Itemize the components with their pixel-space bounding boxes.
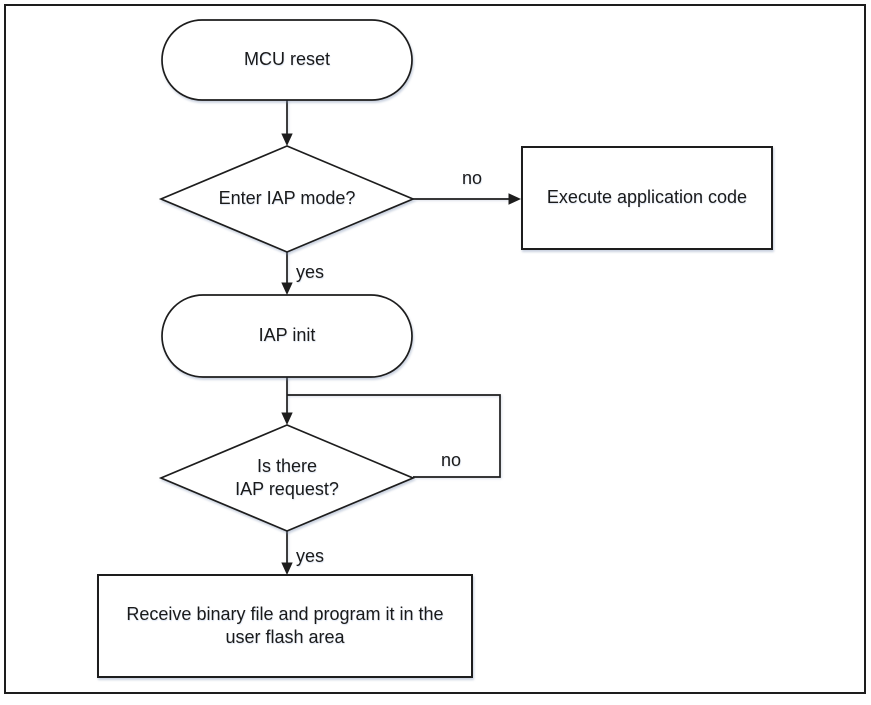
node-enter-iap-mode-label: Enter IAP mode? [218,188,356,209]
edge-request-yes [281,531,293,575]
arrowhead-down-icon [281,282,293,295]
arrowhead-down-icon [281,412,293,425]
edge-reset-to-decision [281,100,293,146]
edge-label-yes-1: yes [296,262,325,282]
node-mcu-reset-shape [161,19,413,101]
arrowhead-down-icon [281,562,293,575]
edge-request-no-loop [287,394,501,478]
node-is-there-iap-request-label: Is there IAP request? [161,425,413,531]
node-mcu-reset-label: MCU reset [243,49,330,70]
node-enter-iap-mode-shape [158,145,416,253]
node-is-there-iap-request-shape [158,424,416,532]
edge-decision-no [413,193,521,205]
arrowhead-right-icon [508,193,521,205]
edge-label-yes-2: yes [296,546,325,566]
edge-label-no-2: no [441,450,462,470]
node-receive-and-program-label: Receive binary file and program it in th… [98,575,472,677]
arrowhead-down-icon [281,133,293,146]
outer-border [4,4,866,694]
node-execute-application-code-label: Execute application code [546,187,748,208]
node-iap-init-shape [161,294,413,378]
edge-decision-yes [281,252,293,295]
edge-label-no-1: no [462,168,483,188]
node-iap-init-label: IAP init [258,325,316,346]
edge-init-to-request [281,377,293,425]
label-line-2: IAP request? [235,479,339,499]
node-receive-and-program-shape [97,574,473,678]
label-line-1: Is there [256,455,318,476]
label-text: Receive binary file and program it in th… [126,603,444,647]
node-execute-application-code-shape [521,146,773,250]
